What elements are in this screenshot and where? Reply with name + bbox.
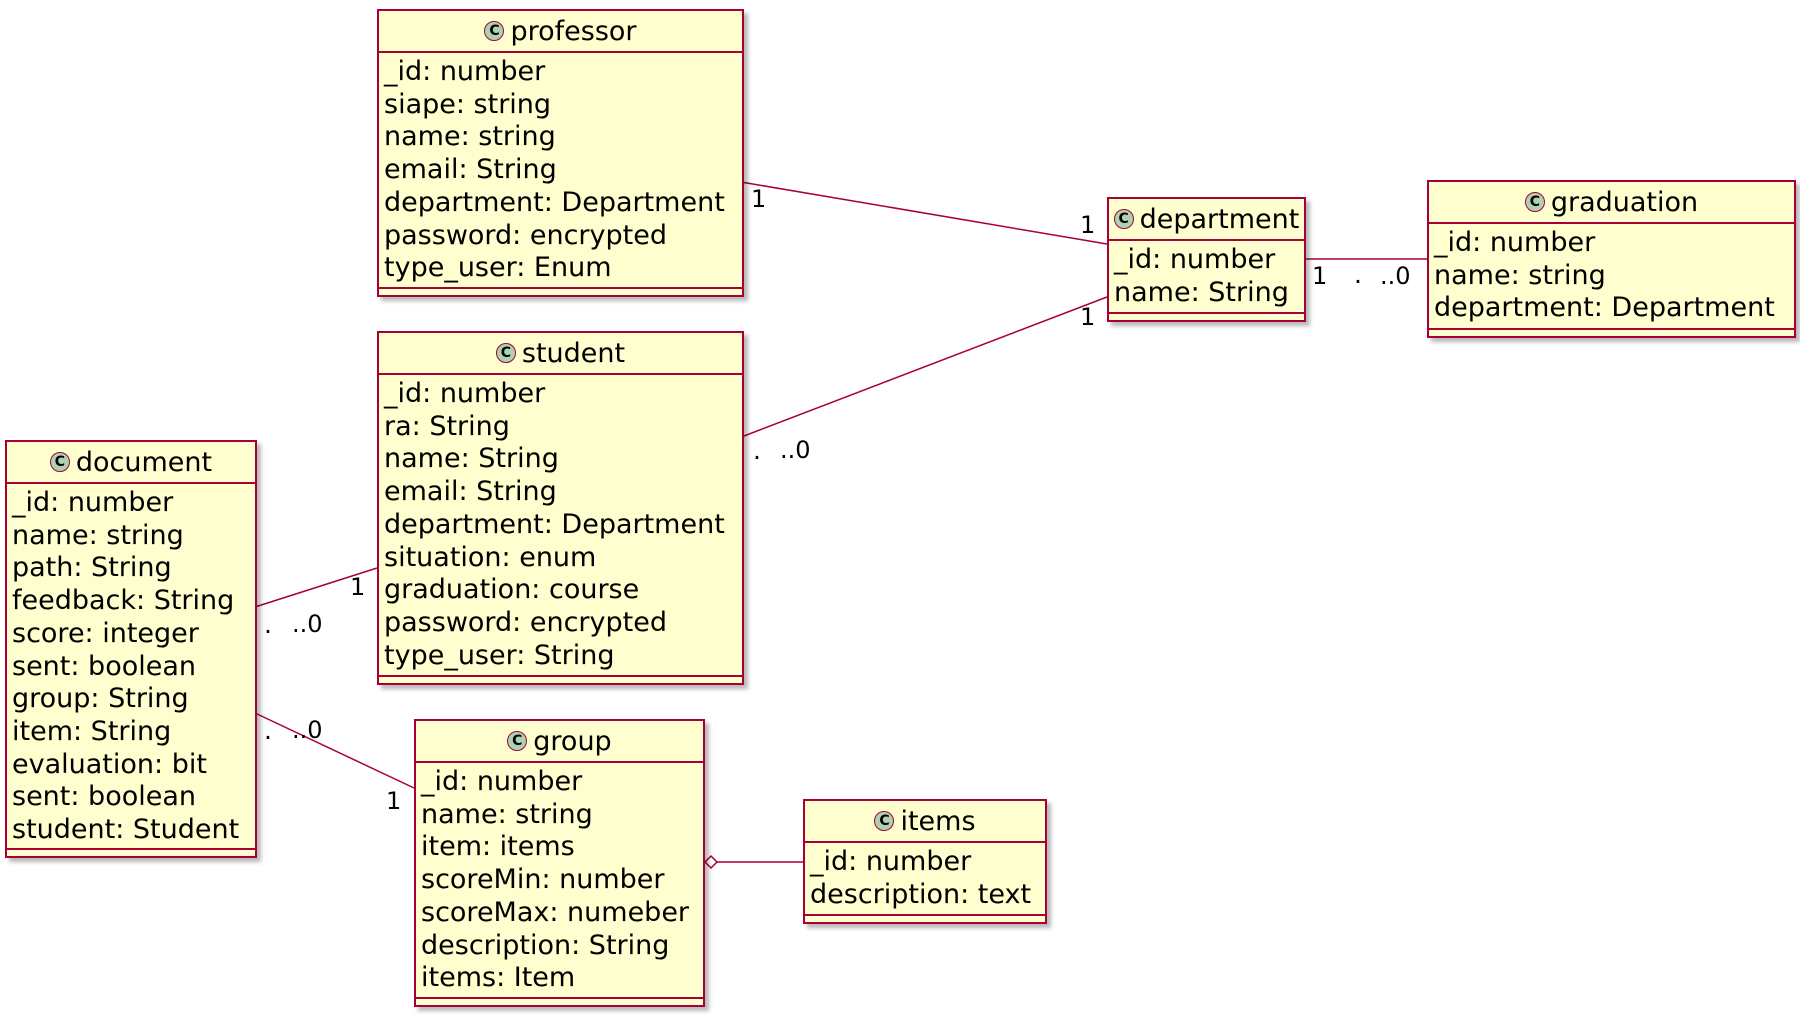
attribute-list: _id: number siape: string name: string e… xyxy=(379,53,742,285)
class-title: department xyxy=(1139,203,1300,235)
multiplicity-label: 1 xyxy=(350,573,366,601)
multiplicity-dot: . xyxy=(264,716,272,745)
attribute-list: _id: number name: string item: items sco… xyxy=(416,763,703,995)
attribute: group: String xyxy=(12,683,189,715)
attribute: scoreMax: numeber xyxy=(421,896,690,928)
edge-student-department xyxy=(743,296,1108,437)
attribute: name: string xyxy=(12,519,184,551)
attribute: path: String xyxy=(12,552,172,584)
attribute: student: Student xyxy=(12,814,240,846)
attribute: sent: boolean xyxy=(12,781,197,813)
graduation-class: C graduation _id: number name: string de… xyxy=(1427,180,1796,338)
attribute: situation: enum xyxy=(384,541,597,573)
attribute: type_user: String xyxy=(384,639,615,671)
attribute: feedback: String xyxy=(12,585,235,617)
attribute-list: _id: number name: string department: Dep… xyxy=(1429,224,1794,325)
class-header: C department xyxy=(1109,199,1304,241)
department-class: C department _id: number name: String xyxy=(1107,197,1306,322)
class-header: C group xyxy=(416,721,703,763)
attribute: name: string xyxy=(1434,259,1606,291)
class-header: C document xyxy=(7,442,255,484)
multiplicity-label: 1 xyxy=(1080,303,1096,331)
multiplicity-label: 1 xyxy=(386,787,402,815)
student-class: C student _id: number ra: String name: S… xyxy=(377,331,744,685)
attribute: name: String xyxy=(1114,276,1289,308)
class-title: document xyxy=(75,446,213,478)
group-class: C group _id: number name: string item: i… xyxy=(414,719,705,1007)
attribute: description: String xyxy=(421,929,670,961)
professor-class: C professor _id: number siape: string na… xyxy=(377,9,744,297)
attribute: type_user: Enum xyxy=(384,252,612,284)
attribute: department: Department xyxy=(1434,292,1775,324)
multiplicity-dot: . xyxy=(1354,260,1362,289)
document-class: C document _id: number name: string path… xyxy=(5,440,257,858)
attribute: email: String xyxy=(384,154,557,186)
class-c-circle-icon: C xyxy=(49,452,70,472)
multiplicity-label: ..0 xyxy=(1380,262,1411,290)
class-title: professor xyxy=(510,15,637,47)
attribute: _id: number xyxy=(12,487,174,518)
class-title: student xyxy=(521,337,626,369)
class-c-circle-icon: C xyxy=(495,343,516,363)
attribute: sent: boolean xyxy=(12,650,197,682)
attribute: _id: number xyxy=(384,56,546,87)
attribute: _id: number xyxy=(1434,227,1596,258)
attribute: email: String xyxy=(384,476,557,508)
attribute: password: encrypted xyxy=(384,606,667,638)
edge-professor-department xyxy=(740,181,1108,245)
attribute: score: integer xyxy=(12,617,199,649)
class-header: C items xyxy=(805,801,1045,843)
attribute-list: _id: number name: String xyxy=(1109,241,1304,309)
class-c-circle-icon: C xyxy=(874,811,895,831)
attribute: siape: string xyxy=(384,88,552,120)
edge-document-group xyxy=(254,712,415,789)
attribute: item: String xyxy=(12,715,172,747)
attribute-list: _id: number name: string path: String fe… xyxy=(7,484,255,847)
multiplicity-label: 1 xyxy=(751,185,767,213)
attribute: _id: number xyxy=(1114,244,1276,275)
class-title: group xyxy=(533,725,612,757)
attribute: ra: String xyxy=(384,410,510,442)
attribute: department: Department xyxy=(384,186,725,218)
attribute: name: String xyxy=(384,443,559,475)
class-header: C professor xyxy=(379,11,742,53)
multiplicity-label: ..0 xyxy=(780,436,811,464)
attribute: _id: number xyxy=(384,378,546,409)
attribute: _id: number xyxy=(421,766,583,797)
attribute: graduation: course xyxy=(384,574,640,606)
attribute: password: encrypted xyxy=(384,219,667,251)
class-c-circle-icon: C xyxy=(1524,192,1545,212)
attribute: item: items xyxy=(421,831,575,863)
multiplicity-dot: . xyxy=(264,610,272,639)
attribute: evaluation: bit xyxy=(12,748,207,780)
multiplicity-label: 1 xyxy=(1080,211,1096,239)
attribute: name: string xyxy=(421,798,593,830)
class-header: C graduation xyxy=(1429,182,1794,224)
aggregation-diamond xyxy=(703,854,719,870)
attribute: _id: number xyxy=(810,846,972,877)
attribute-list: _id: number description: text xyxy=(805,843,1045,911)
attribute: name: string xyxy=(384,121,556,153)
class-title: graduation xyxy=(1550,186,1699,218)
multiplicity-label: ..0 xyxy=(292,716,323,744)
multiplicity-dot: . xyxy=(753,436,761,465)
class-c-circle-icon: C xyxy=(1113,209,1134,229)
class-title: items xyxy=(900,805,976,837)
class-header: C student xyxy=(379,333,742,375)
attribute: description: text xyxy=(810,878,1032,910)
multiplicity-label: ..0 xyxy=(292,610,323,638)
multiplicity-label: 1 xyxy=(1312,262,1328,290)
attribute: items: Item xyxy=(421,962,576,994)
class-c-circle-icon: C xyxy=(507,731,528,751)
attribute-list: _id: number ra: String name: String emai… xyxy=(379,375,742,672)
attribute: department: Department xyxy=(384,508,725,540)
attribute: scoreMin: number xyxy=(421,864,665,896)
items-class: C items _id: number description: text xyxy=(803,799,1047,924)
class-c-circle-icon: C xyxy=(484,21,505,41)
